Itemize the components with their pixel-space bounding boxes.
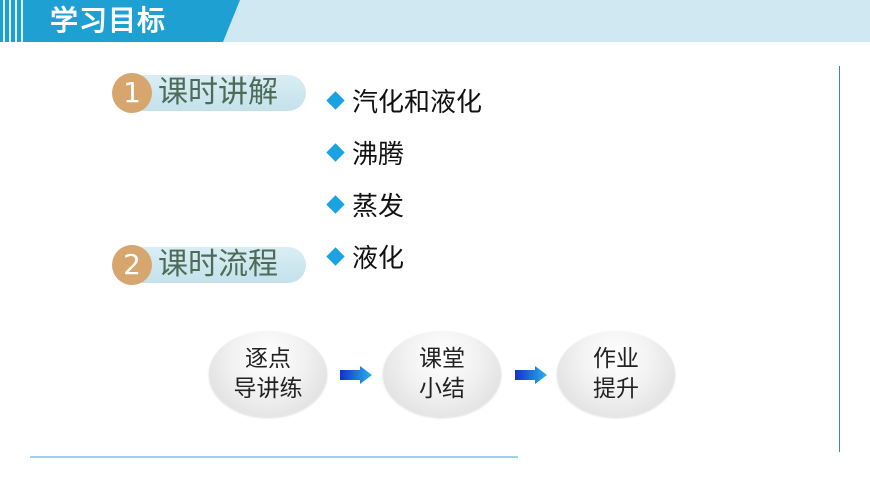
right-divider [839, 66, 840, 452]
flow-step-line2: 小结 [419, 376, 465, 402]
diamond-icon [326, 90, 345, 110]
section-pill-1: 1 课时讲解 [112, 73, 306, 113]
bullet-text: 汽化和液化 [352, 87, 483, 118]
diamond-icon [326, 142, 345, 162]
flow-step-3[interactable]: 作业 提升 [557, 331, 675, 417]
diamond-icon [326, 194, 345, 214]
bullet-item: 沸腾 [325, 137, 404, 170]
section-number-badge: 1 [112, 73, 152, 113]
section-pill-2: 2 课时流程 [112, 245, 306, 285]
flow-step-2[interactable]: 课堂 小结 [383, 331, 501, 417]
flow-step-line2: 导讲练 [233, 376, 303, 402]
section-label: 课时讲解 [158, 75, 278, 110]
bullet-text: 液化 [352, 243, 405, 274]
page-title: 学习目标 [50, 4, 167, 37]
flow-step-line1: 逐点 [245, 346, 291, 372]
header-title-block: 学习目标 [0, 0, 240, 42]
header-stripes-decoration [3, 0, 33, 42]
diamond-icon [326, 246, 345, 266]
flow-step-line2: 提升 [593, 376, 639, 402]
bullet-item: 汽化和液化 [325, 85, 482, 118]
bullet-text: 蒸发 [352, 191, 405, 222]
bullet-item: 蒸发 [325, 189, 404, 222]
bullet-text: 沸腾 [352, 139, 405, 170]
arrow-right-icon [340, 366, 372, 384]
arrow-right-icon [515, 366, 547, 384]
bottom-divider [30, 456, 518, 458]
flow-step-line1: 课堂 [419, 346, 465, 372]
flow-step-1[interactable]: 逐点 导讲练 [209, 331, 327, 417]
section-label: 课时流程 [158, 247, 278, 282]
section-number-badge: 2 [112, 245, 152, 285]
header-bar: 学习目标 [0, 0, 870, 42]
flow-step-line1: 作业 [593, 346, 639, 372]
bullet-item: 液化 [325, 241, 404, 274]
